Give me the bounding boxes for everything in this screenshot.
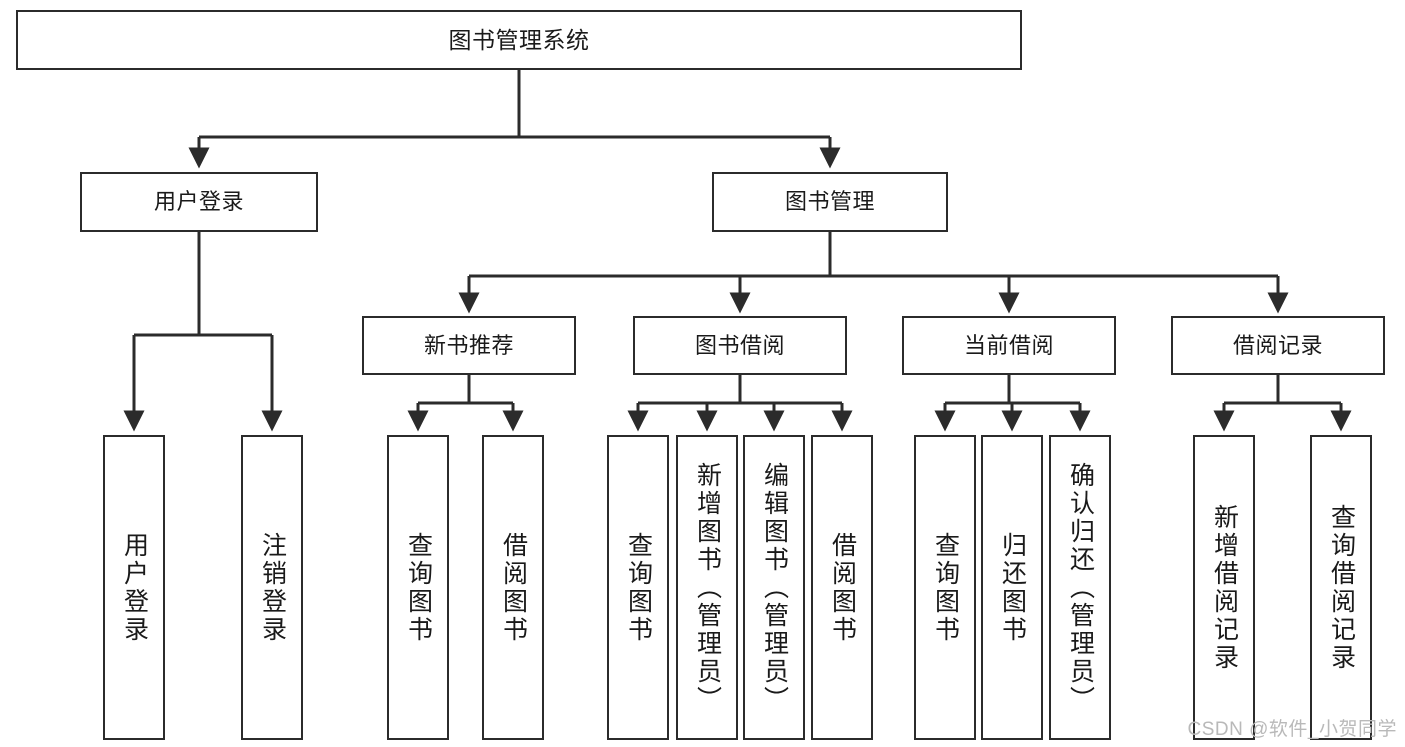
csdn-watermark: CSDN @软件_小贺同学 bbox=[1187, 719, 1397, 740]
node-label: 查询图书 bbox=[624, 531, 653, 644]
node-borrow-record[interactable]: 借阅记录 bbox=[1171, 316, 1385, 375]
node-leaf-edit-book[interactable]: 编辑图书（管理员） bbox=[743, 435, 805, 740]
node-root-book-management-system[interactable]: 图书管理系统 bbox=[16, 10, 1022, 70]
node-leaf-query-book-2[interactable]: 查询图书 bbox=[607, 435, 669, 740]
node-label: 图书管理系统 bbox=[448, 26, 590, 53]
node-label: 图书管理 bbox=[784, 189, 875, 215]
node-leaf-borrow-book-2[interactable]: 借阅图书 bbox=[811, 435, 873, 740]
node-label: 注销登录 bbox=[258, 531, 287, 644]
node-leaf-borrow-book-1[interactable]: 借阅图书 bbox=[482, 435, 544, 740]
node-leaf-confirm-return[interactable]: 确认归还（管理员） bbox=[1049, 435, 1111, 740]
node-label: 查询图书 bbox=[931, 531, 960, 644]
node-new-book-recommend[interactable]: 新书推荐 bbox=[362, 316, 576, 375]
node-book-manage[interactable]: 图书管理 bbox=[712, 172, 948, 232]
node-leaf-logout-login[interactable]: 注销登录 bbox=[241, 435, 303, 740]
node-label: 新增图书（管理员） bbox=[693, 461, 722, 714]
node-label: 编辑图书（管理员） bbox=[760, 461, 789, 714]
node-label: 借阅图书 bbox=[499, 531, 528, 644]
node-label: 查询借阅记录 bbox=[1327, 503, 1356, 672]
node-current-borrow[interactable]: 当前借阅 bbox=[902, 316, 1116, 375]
node-label: 新增借阅记录 bbox=[1210, 503, 1239, 672]
node-label: 图书借阅 bbox=[694, 332, 785, 358]
node-label: 用户登录 bbox=[153, 189, 244, 215]
node-label: 借阅图书 bbox=[828, 531, 857, 644]
node-leaf-query-borrow-record[interactable]: 查询借阅记录 bbox=[1310, 435, 1372, 740]
node-book-borrow[interactable]: 图书借阅 bbox=[633, 316, 847, 375]
node-leaf-return-book[interactable]: 归还图书 bbox=[981, 435, 1043, 740]
node-user-login[interactable]: 用户登录 bbox=[80, 172, 318, 232]
node-leaf-query-book-1[interactable]: 查询图书 bbox=[387, 435, 449, 740]
node-label: 当前借阅 bbox=[963, 332, 1054, 358]
node-leaf-add-book[interactable]: 新增图书（管理员） bbox=[676, 435, 738, 740]
node-label: 新书推荐 bbox=[423, 332, 514, 358]
node-label: 用户登录 bbox=[120, 531, 149, 644]
node-label: 查询图书 bbox=[404, 531, 433, 644]
node-label: 借阅记录 bbox=[1232, 332, 1323, 358]
node-leaf-add-borrow-record[interactable]: 新增借阅记录 bbox=[1193, 435, 1255, 740]
node-label: 确认归还（管理员） bbox=[1066, 461, 1095, 714]
node-label: 归还图书 bbox=[998, 531, 1027, 644]
node-leaf-user-login[interactable]: 用户登录 bbox=[103, 435, 165, 740]
node-leaf-query-book-3[interactable]: 查询图书 bbox=[914, 435, 976, 740]
